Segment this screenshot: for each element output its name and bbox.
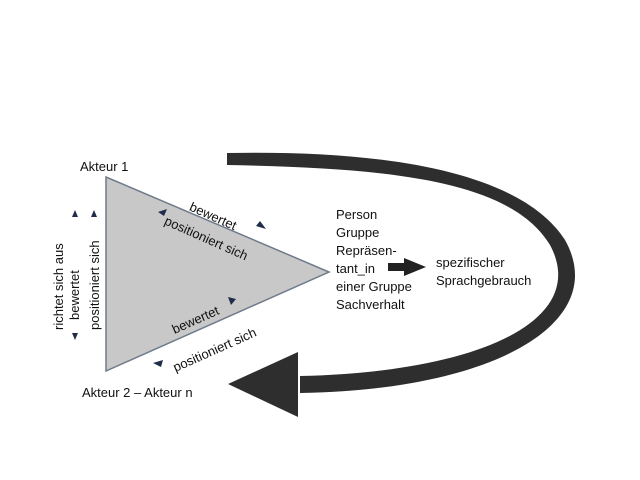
left-edge-positioning-label: positioniert sich	[87, 240, 102, 330]
result-line: spezifischer	[436, 255, 505, 270]
arrow-left-up-icon	[72, 210, 78, 217]
arrow-upper-right-icon	[256, 221, 266, 229]
left-edge-rating-label: bewertet	[67, 270, 82, 320]
object-line: tant_in	[336, 261, 376, 276]
object-line: einer Gruppe	[336, 279, 412, 294]
actor-bottom-label: Akteur 2 – Akteur n	[82, 385, 193, 400]
actor-top-label: Akteur 1	[80, 159, 129, 174]
arrow-upper-left-icon	[158, 209, 167, 216]
result-line: Sprachgebrauch	[436, 273, 532, 288]
arrow-lower-right-icon	[228, 297, 236, 305]
object-line: Gruppe	[336, 225, 380, 240]
object-line: Person	[336, 207, 378, 222]
arrow-lower-left-icon	[153, 360, 163, 367]
object-list: Person Gruppe Repräsen- tant_in einer Gr…	[336, 206, 412, 314]
object-line: Repräsen-	[336, 243, 397, 258]
result-arrow-head	[404, 258, 426, 276]
result-text: spezifischer Sprachgebrauch	[436, 254, 531, 290]
arrow-left-down-icon	[72, 333, 78, 340]
result-arrow-shaft	[388, 263, 406, 271]
object-line: Sachverhalt	[336, 297, 405, 312]
feedback-arrowhead	[228, 352, 298, 417]
left-edge-alignment-label: richtet sich aus	[51, 243, 66, 330]
actor-triangle	[105, 175, 331, 373]
arrow-right-up-icon	[91, 210, 97, 217]
